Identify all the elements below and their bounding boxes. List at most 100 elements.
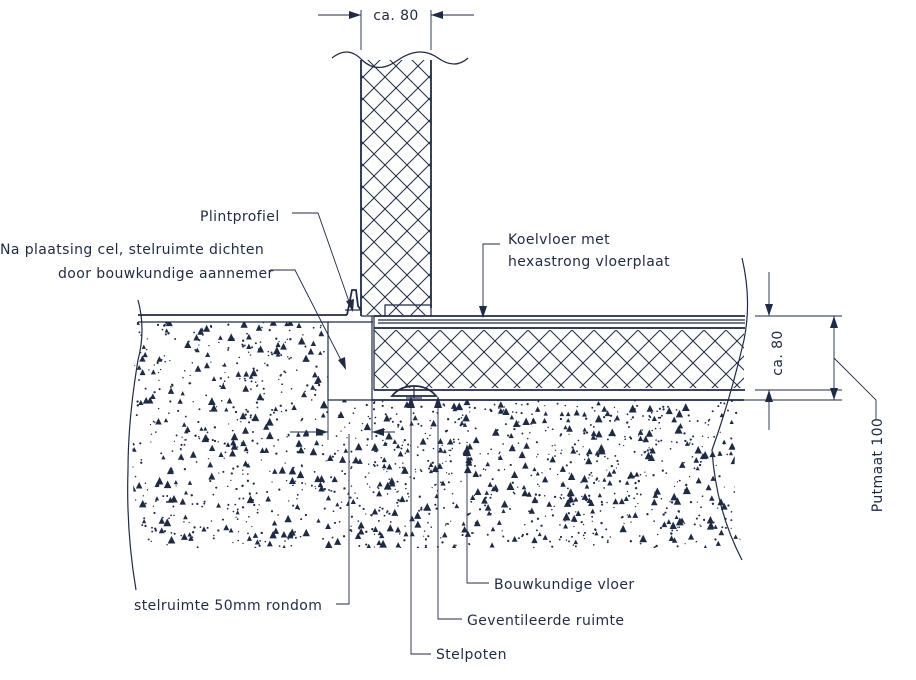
aggregate-dot	[489, 408, 492, 411]
aggregate-dot	[181, 436, 183, 438]
aggregate-dot	[292, 484, 294, 487]
aggregate-triangle	[481, 497, 488, 504]
aggregate-triangle	[573, 539, 579, 545]
aggregate-triangle	[379, 532, 385, 539]
aggregate-dot	[430, 526, 433, 528]
aggregate-dot	[142, 495, 145, 497]
aggregate-dot	[661, 469, 665, 472]
aggregate-triangle	[208, 397, 216, 405]
aggregate-dot	[662, 513, 665, 516]
aggregate-dot	[573, 525, 575, 528]
aggregate-triangle	[736, 489, 742, 495]
aggregate-dot	[125, 452, 127, 454]
aggregate-dot	[287, 538, 290, 540]
aggregate-dot	[626, 421, 629, 424]
aggregate-dot	[246, 451, 249, 454]
aggregate-triangle	[594, 531, 599, 536]
aggregate-dot	[451, 447, 454, 450]
aggregate-dot	[261, 326, 263, 329]
aggregate-triangle	[594, 450, 600, 456]
aggregate-triangle	[607, 480, 613, 486]
aggregate-triangle	[637, 435, 644, 442]
aggregate-triangle	[534, 406, 541, 412]
aggregate-dot	[701, 495, 704, 498]
aggregate-dot	[460, 480, 462, 483]
aggregate-dot	[155, 500, 157, 503]
aggregate-triangle	[246, 535, 253, 541]
aggregate-dot	[711, 410, 714, 413]
aggregate-dot	[502, 410, 504, 413]
stelpoten	[390, 385, 438, 399]
aggregate-dot	[251, 525, 253, 528]
aggregate-dot	[183, 521, 185, 523]
aggregate-dot	[148, 369, 150, 371]
aggregate-triangle	[243, 370, 250, 377]
aggregate-triangle	[580, 474, 589, 483]
aggregate-dot	[726, 409, 729, 412]
aggregate-dot	[126, 419, 128, 421]
aggregate-dot	[368, 472, 370, 474]
aggregate-dot	[144, 482, 147, 484]
aggregate-dot	[607, 539, 609, 541]
aggregate-triangle	[585, 457, 593, 465]
aggregate-dot	[699, 460, 702, 463]
aggregate-triangle	[156, 356, 163, 362]
aggregate-dot	[556, 402, 559, 405]
aggregate-dot	[589, 424, 592, 426]
aggregate-triangle	[440, 480, 446, 486]
aggregate-dot	[630, 521, 632, 523]
aggregate-triangle	[187, 480, 193, 485]
aggregate-dot	[576, 450, 578, 453]
aggregate-triangle	[225, 442, 231, 447]
aggregate-dot	[600, 500, 603, 504]
aggregate-dot	[251, 430, 254, 433]
aggregate-dot	[211, 438, 214, 442]
aggregate-triangle	[201, 434, 210, 443]
aggregate-dot	[476, 523, 478, 526]
aggregate-dot	[319, 326, 322, 329]
aggregate-dot	[361, 422, 364, 425]
aggregate-dot	[711, 525, 714, 528]
aggregate-dot	[606, 541, 609, 544]
aggregate-triangle	[706, 516, 715, 524]
aggregate-dot	[171, 450, 174, 452]
aggregate-dot	[213, 534, 215, 537]
aggregate-triangle	[397, 450, 404, 457]
aggregate-dot	[687, 414, 690, 417]
wall-panel	[331, 51, 469, 317]
aggregate-dot	[369, 486, 371, 488]
aggregate-dot	[426, 437, 429, 440]
aggregate-dot	[350, 467, 352, 470]
aggregate-triangle	[651, 415, 657, 422]
aggregate-dot	[362, 507, 365, 511]
aggregate-triangle	[319, 400, 328, 409]
aggregate-triangle	[484, 490, 490, 495]
aggregate-dot	[661, 460, 663, 462]
aggregate-dot	[252, 482, 255, 485]
aggregate-triangle	[139, 355, 146, 362]
aggregate-triangle	[531, 536, 538, 544]
aggregate-dot	[551, 428, 554, 431]
aggregate-dot	[651, 508, 653, 511]
aggregate-triangle	[280, 342, 287, 350]
aggregate-dot	[430, 427, 432, 429]
aggregate-dot	[391, 420, 394, 423]
aggregate-dot	[502, 409, 505, 411]
aggregate-triangle	[532, 466, 537, 472]
aggregate-dot	[468, 513, 471, 515]
aggregate-dot	[169, 400, 172, 403]
aggregate-triangle	[594, 414, 603, 423]
aggregate-dot	[708, 418, 711, 421]
aggregate-dot	[656, 533, 659, 536]
aggregate-triangle	[354, 442, 363, 451]
aggregate-dot	[520, 403, 523, 406]
aggregate-triangle	[401, 466, 409, 474]
aggregate-triangle	[266, 431, 274, 440]
aggregate-dot	[280, 354, 283, 357]
aggregate-dot	[564, 404, 567, 407]
aggregate-dot	[398, 533, 401, 535]
aggregate-dot	[321, 444, 324, 447]
aggregate-triangle	[695, 466, 700, 471]
aggregate-dot	[414, 468, 417, 470]
aggregate-dot	[358, 425, 361, 427]
